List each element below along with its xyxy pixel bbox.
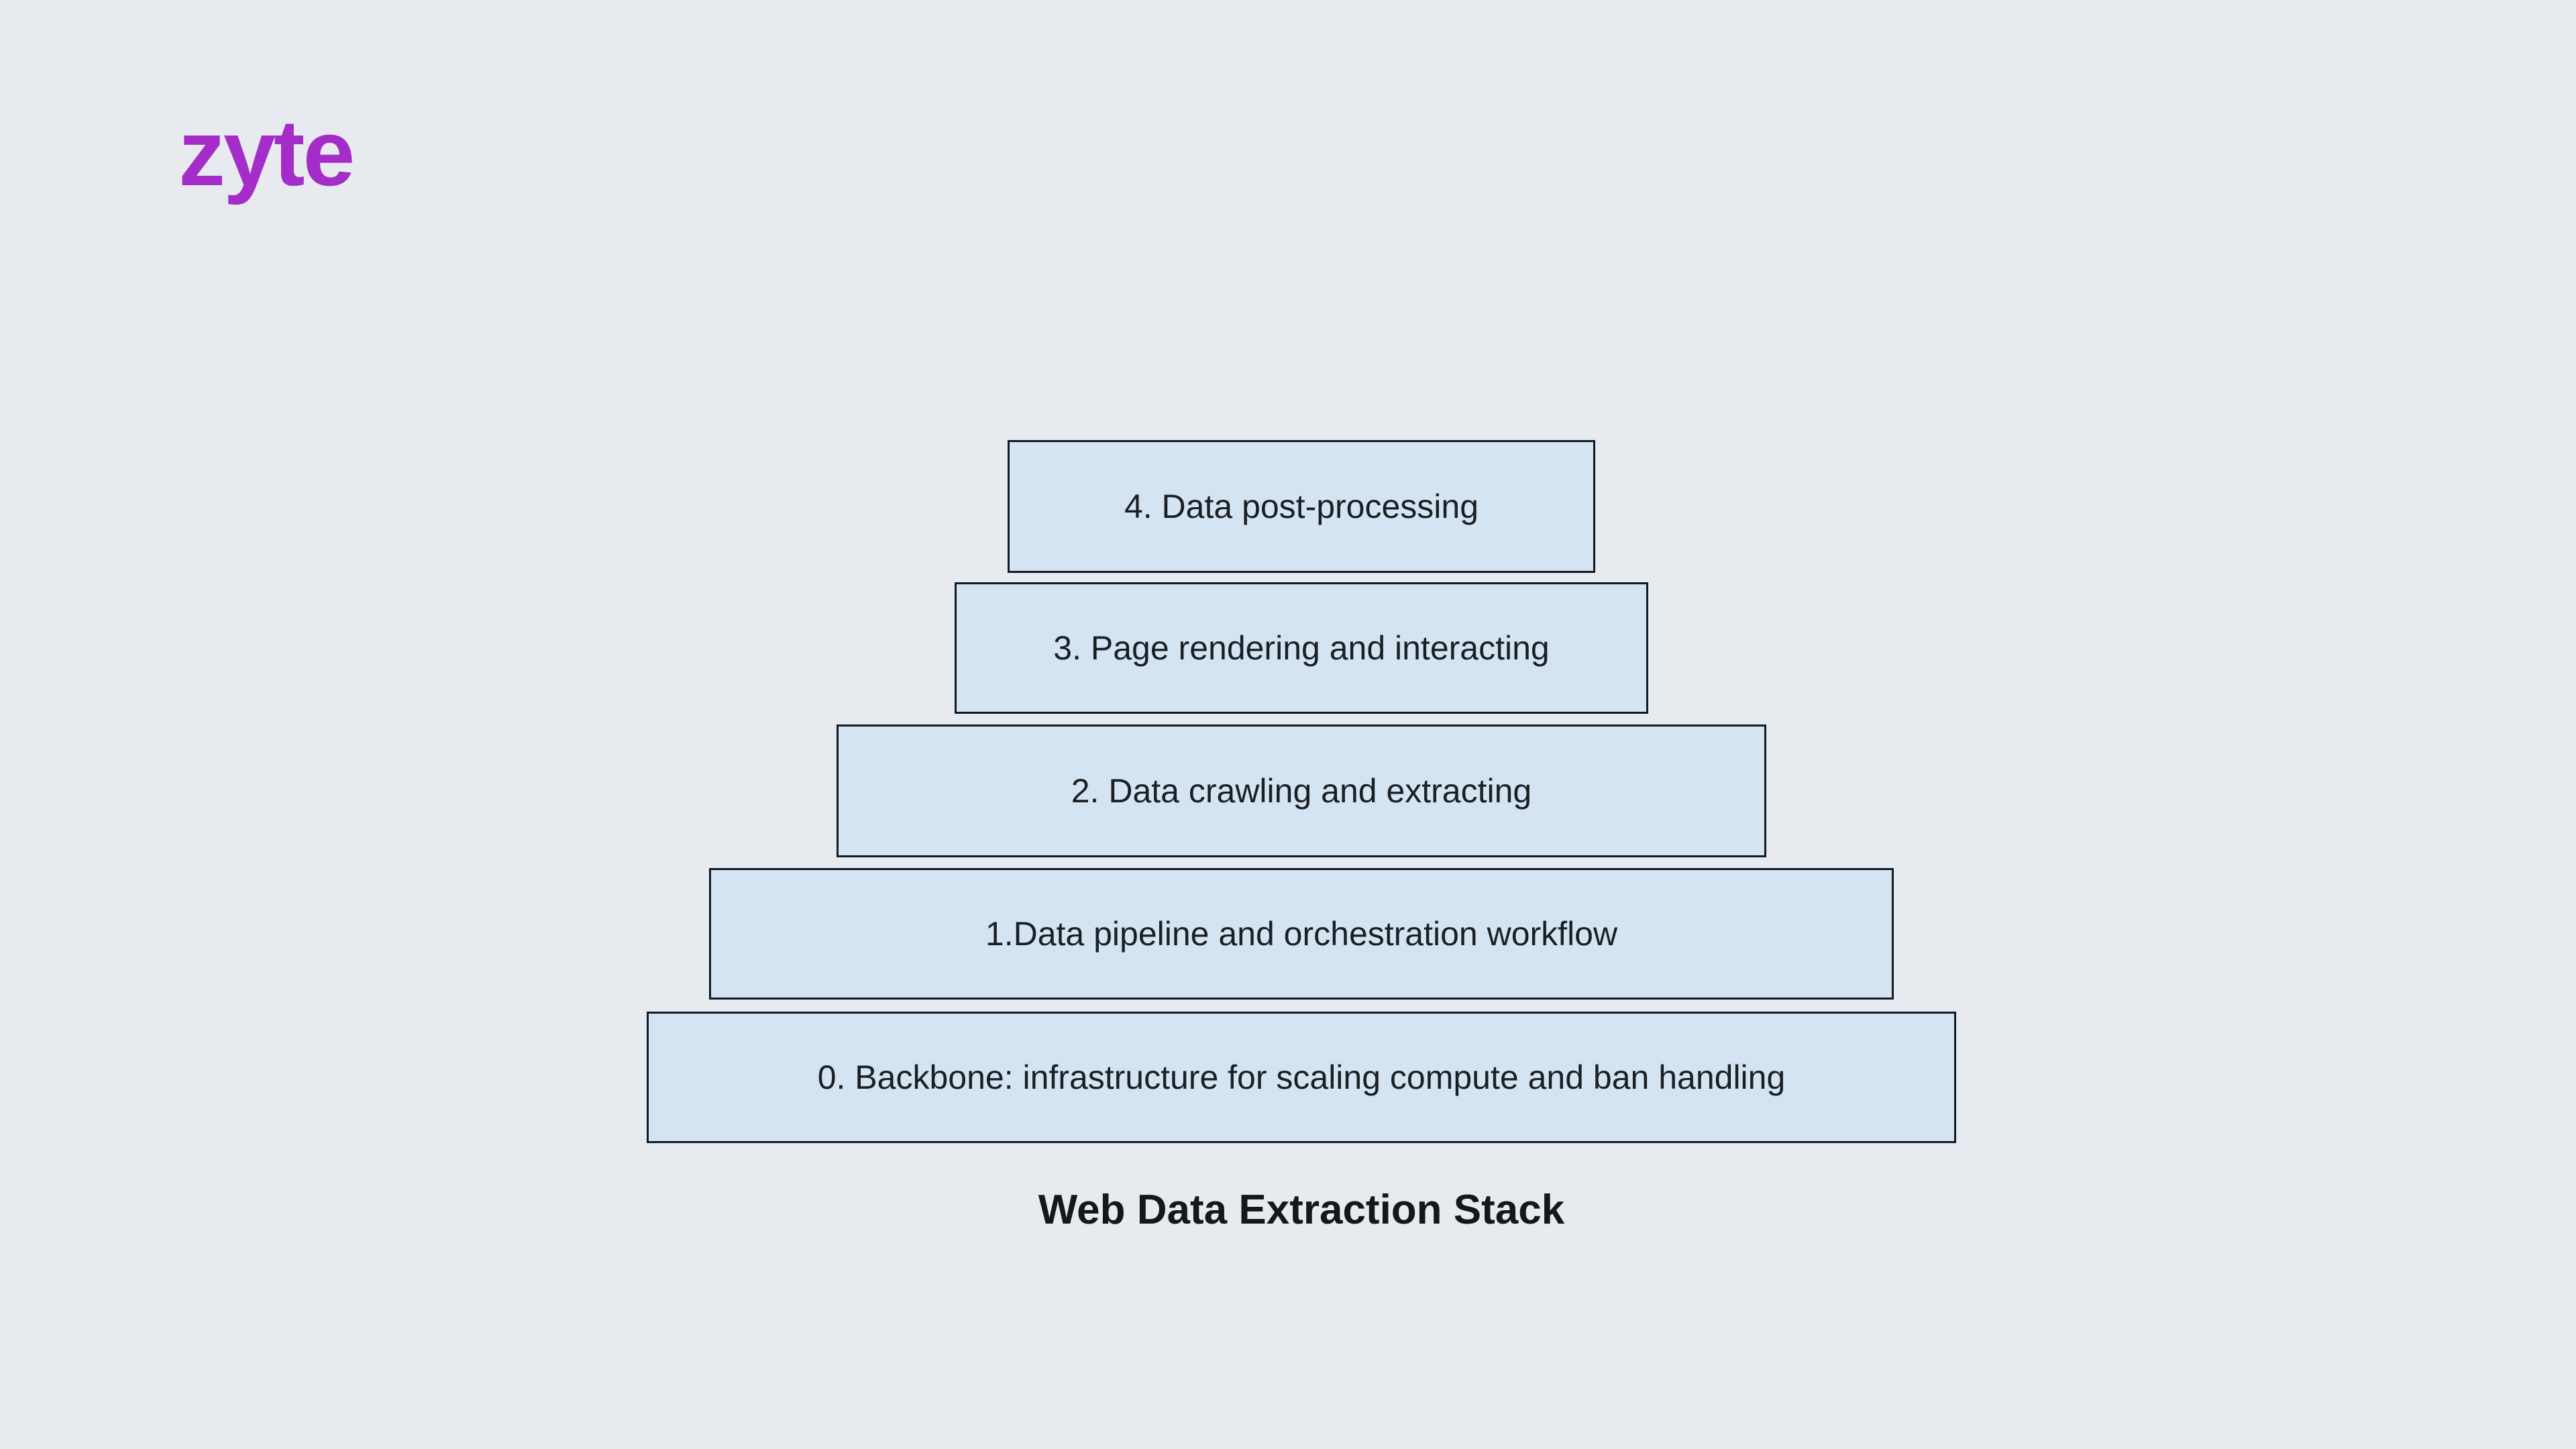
stack-layer-0: 0. Backbone: infrastructure for scaling … <box>647 1012 1956 1143</box>
stack-layer-4: 4. Data post-processing <box>1008 440 1595 573</box>
stack-layer-2-label: 2. Data crawling and extracting <box>1071 772 1532 810</box>
stack-layer-1: 1.Data pipeline and orchestration workfl… <box>709 868 1894 1000</box>
stack-layer-2: 2. Data crawling and extracting <box>837 724 1766 857</box>
stack-layer-3: 3. Page rendering and interacting <box>955 582 1648 714</box>
stack-layer-3-label: 3. Page rendering and interacting <box>1053 629 1550 667</box>
zyte-logo: zyte <box>178 100 355 205</box>
stack-layer-1-label: 1.Data pipeline and orchestration workfl… <box>985 915 1618 953</box>
stack-layer-0-label: 0. Backbone: infrastructure for scaling … <box>817 1059 1786 1096</box>
stack-layer-4-label: 4. Data post-processing <box>1124 488 1479 525</box>
diagram-title: Web Data Extraction Stack <box>1038 1187 1565 1233</box>
